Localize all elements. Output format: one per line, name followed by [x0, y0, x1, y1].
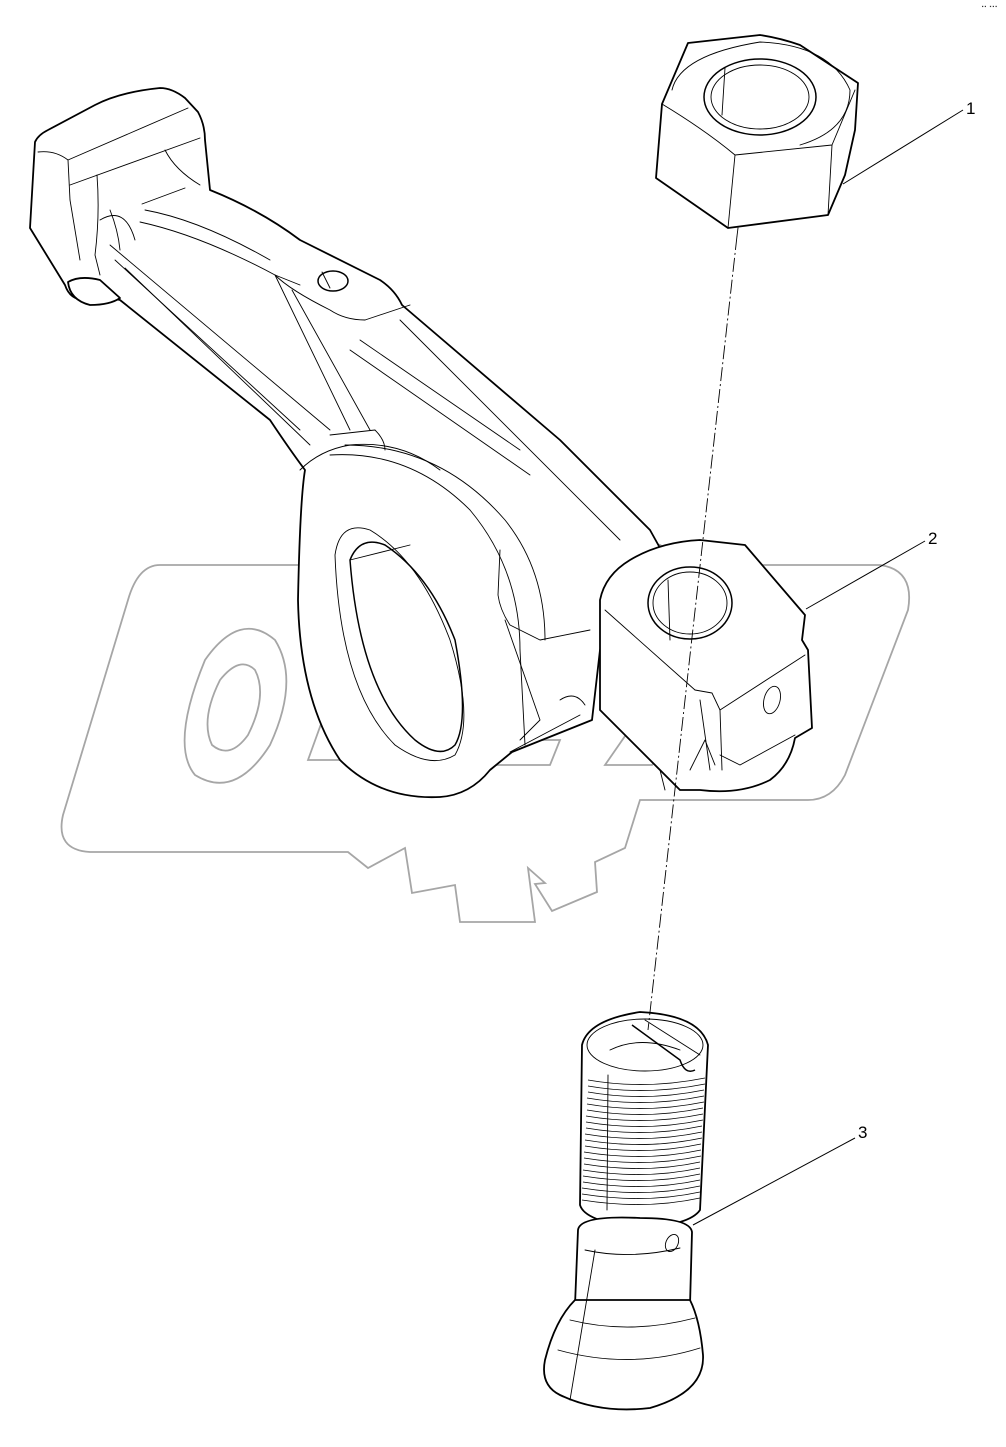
leader-line-2: [805, 540, 926, 610]
assembly-axis-line: [647, 235, 738, 1031]
callout-2: 2: [928, 529, 938, 548]
leader-line-3: [692, 1137, 856, 1226]
callout-3: 3: [858, 1123, 868, 1142]
screw-thread-lines: [581, 1077, 706, 1205]
hex-nut-drawing: [655, 34, 859, 237]
adjusting-screw-drawing: [543, 1011, 709, 1411]
leader-line-1: [842, 109, 964, 185]
rocker-arm-screw-boss: [599, 539, 813, 793]
rocker-arm-drawing: [29, 87, 661, 799]
corner-mark: ▪▪ ▪▪▪: [981, 4, 998, 10]
callout-1: 1: [966, 99, 976, 118]
